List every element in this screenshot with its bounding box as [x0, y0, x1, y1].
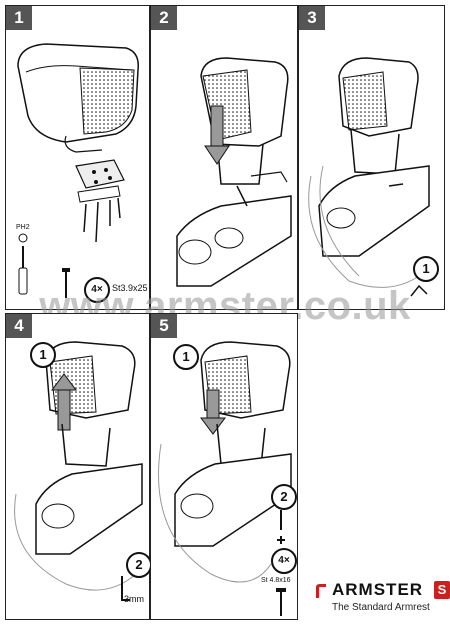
armrest-removal-illustration — [14, 341, 143, 601]
callout-2: 2 — [271, 484, 297, 510]
step-number: 3 — [299, 6, 325, 30]
step-panel-1: 1 PH2 4× St3.9x25 — [5, 5, 150, 310]
armrest-open-illustration — [308, 57, 430, 297]
callout-1: 1 — [413, 256, 439, 282]
brand-tagline: The Standard Armrest — [332, 602, 430, 613]
screw-spec: St3.9x25 — [112, 283, 148, 293]
brand-name: ARMSTER — [332, 580, 424, 599]
step-number: 4 — [6, 314, 32, 338]
armrest-exploded-illustration — [17, 43, 139, 298]
screw-count-badge: 4× — [271, 548, 297, 574]
step-number: 2 — [151, 6, 177, 30]
step-panel-3: 3 1 — [298, 5, 445, 310]
screw-spec: St 4.8x16 — [261, 577, 291, 584]
screw-count-badge: 4× — [84, 277, 110, 303]
tool-label: PH2 — [16, 224, 30, 231]
step-number: 5 — [151, 314, 177, 338]
step-number: 1 — [6, 6, 32, 30]
callout-1: 1 — [173, 344, 199, 370]
step-panel-4: 4 1 2 3mm — [5, 313, 152, 620]
wrench-size: 3mm — [124, 594, 144, 604]
callout-2: 2 — [126, 552, 152, 578]
callout-1: 1 — [30, 342, 56, 368]
armrest-install-illustration — [176, 57, 292, 287]
armrest-fix-illustration — [158, 341, 292, 616]
brand-logo: ARMSTER S The Standard Armrest — [312, 580, 450, 620]
brand-badge: S — [434, 581, 450, 599]
brand-mark-icon — [316, 584, 326, 598]
step-panel-5: 5 1 2 4× St 4.8x16 — [150, 313, 298, 620]
step-panel-2: 2 — [150, 5, 298, 310]
